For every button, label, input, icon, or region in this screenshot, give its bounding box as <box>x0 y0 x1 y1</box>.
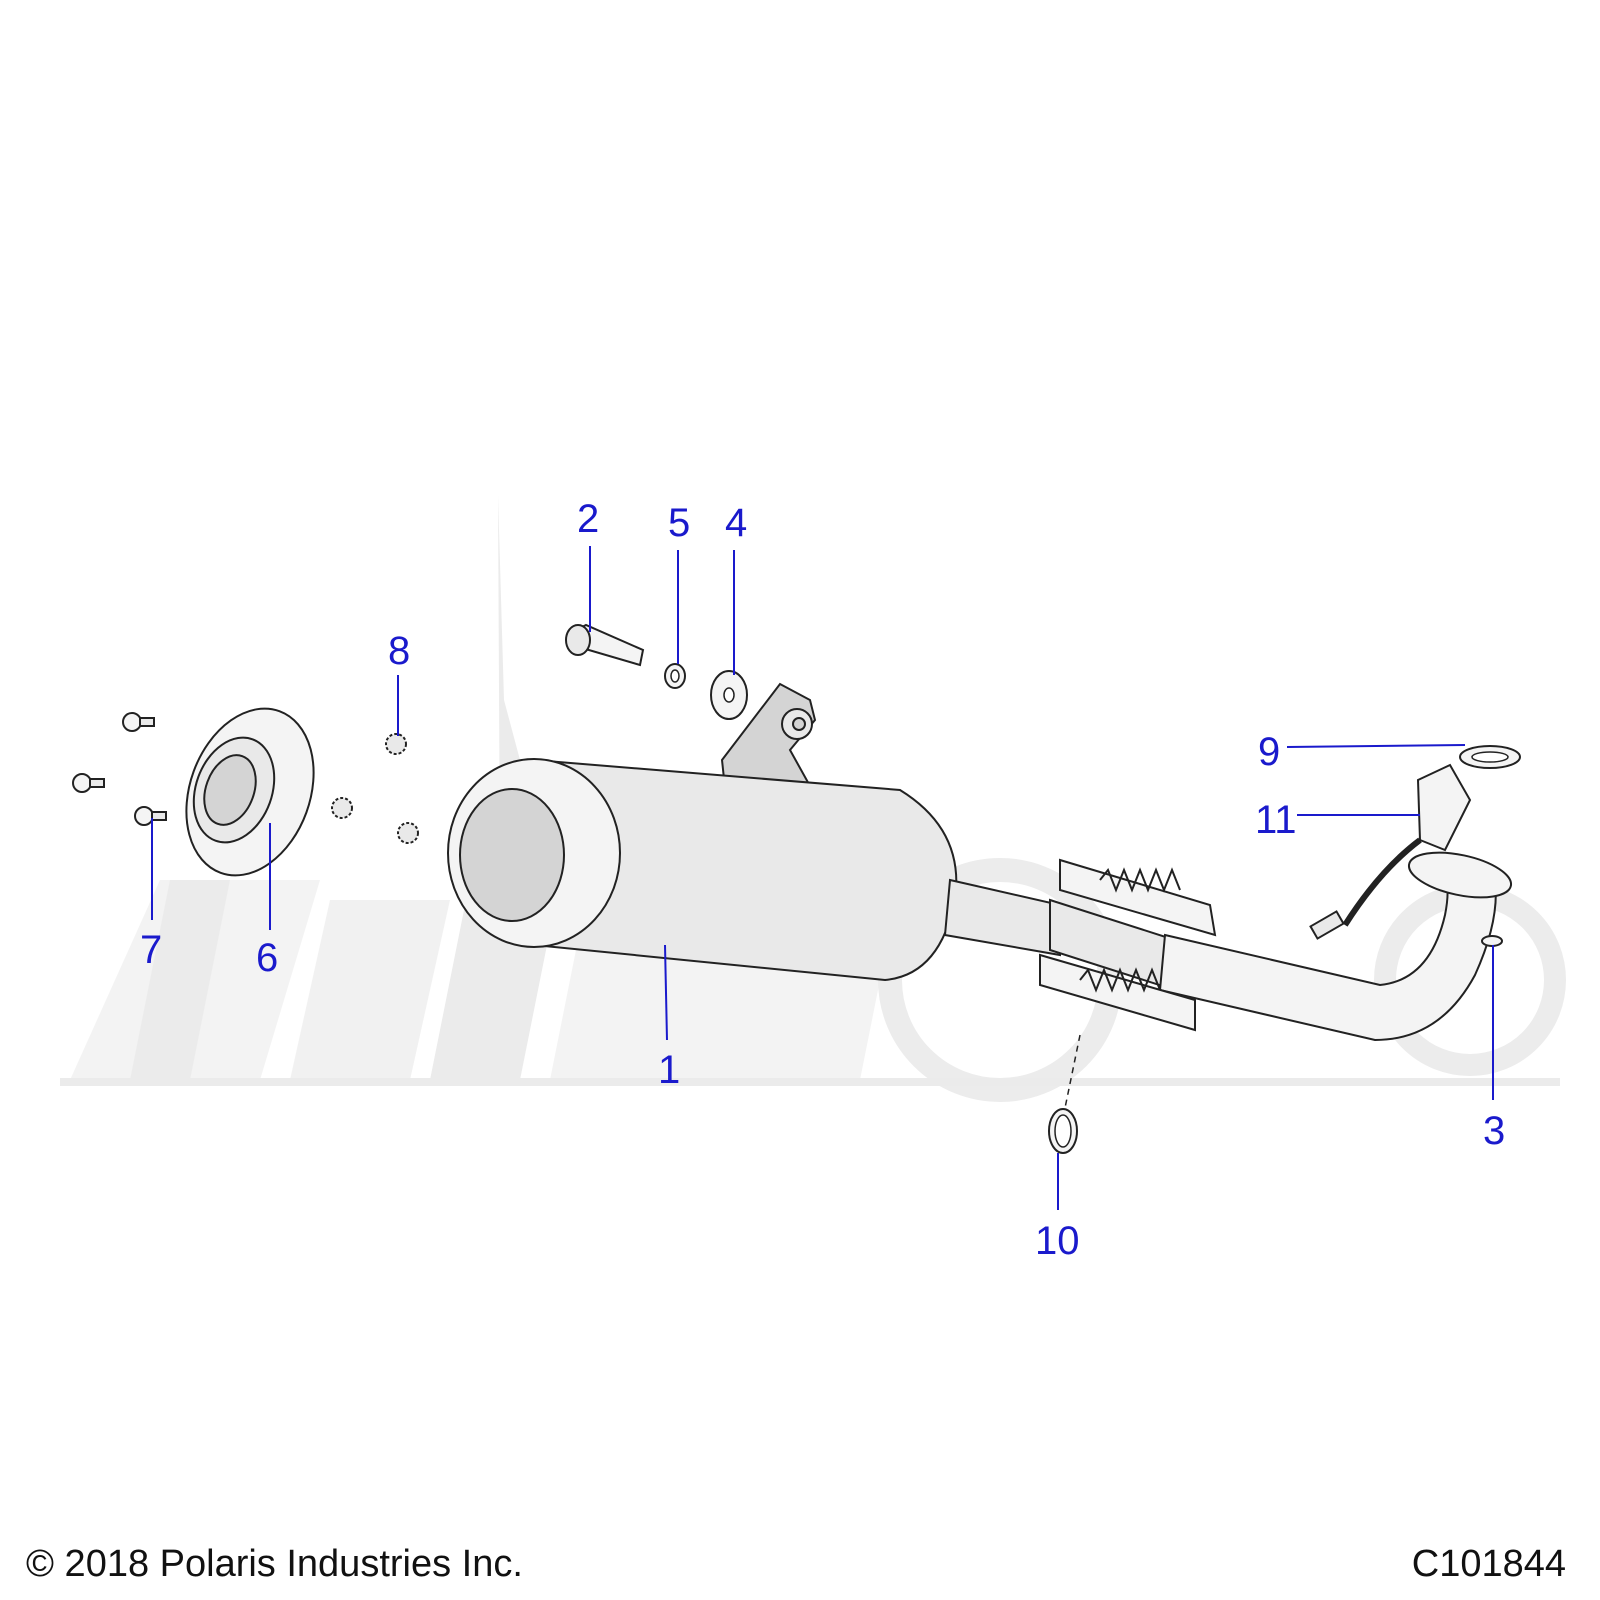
figure-id: C101844 <box>1411 1543 1566 1585</box>
star-washer-8 <box>331 733 419 844</box>
copyright-text: © 2018 Polaris Industries Inc. <box>26 1543 523 1585</box>
clip-3 <box>1481 935 1503 947</box>
callout-8: 8 <box>388 629 410 673</box>
callout-2: 2 <box>577 497 599 541</box>
washer-5 <box>664 663 686 689</box>
bolt-2 <box>565 623 645 667</box>
callout-3: 3 <box>1483 1109 1505 1153</box>
bolt-7 <box>72 712 167 826</box>
gasket-9 <box>1459 745 1521 769</box>
callout-11: 11 <box>1255 798 1297 842</box>
washer-4 <box>710 670 748 720</box>
callout-numbers: 1 2 3 4 5 6 7 8 9 10 11 <box>140 497 1505 1263</box>
callout-6: 6 <box>256 936 278 980</box>
callout-1: 1 <box>658 1048 680 1092</box>
leader-lines <box>151 546 1494 1210</box>
callout-7: 7 <box>140 928 162 972</box>
callout-9: 9 <box>1258 730 1280 774</box>
leader-9 <box>1286 744 1466 748</box>
callout-5: 5 <box>668 501 690 545</box>
ring-seal-10 <box>1048 1034 1081 1154</box>
o2-sensor-11 <box>1309 763 1472 940</box>
callout-4: 4 <box>725 501 747 545</box>
leader-1 <box>664 944 668 1041</box>
callout-10: 10 <box>1035 1219 1080 1263</box>
muffler-assembly-1 <box>447 682 1513 1042</box>
end-cap-6 <box>185 707 315 877</box>
